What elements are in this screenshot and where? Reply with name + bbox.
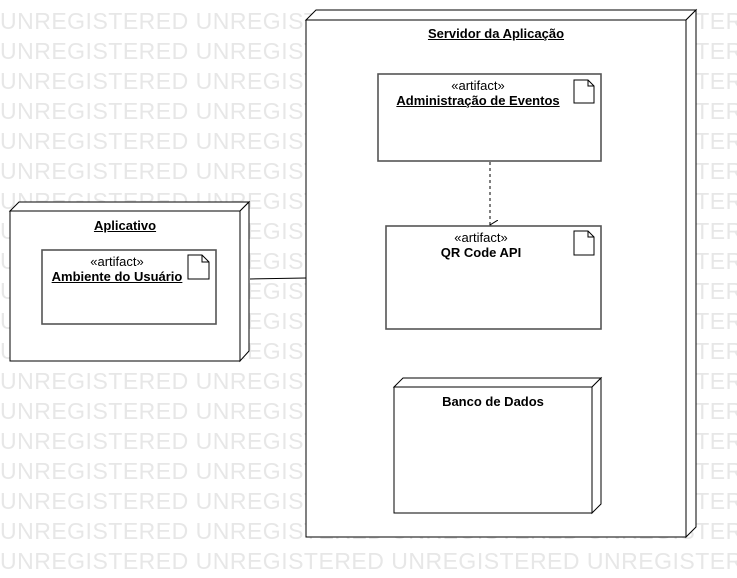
artifact-stereotype: «artifact»: [454, 230, 508, 245]
artifact-stereotype: «artifact»: [451, 78, 505, 93]
artifact-name: QR Code API: [440, 245, 522, 260]
server-node-title: Servidor da Aplicação: [427, 26, 565, 41]
artifact-name: Ambiente do Usuário: [51, 269, 183, 284]
app-node-title: Aplicativo: [93, 218, 157, 233]
database-node-title: Banco de Dados: [442, 394, 544, 409]
artifact-name: Administração de Eventos: [396, 93, 560, 108]
artifact-qr-api[interactable]: [385, 225, 602, 330]
artifact-user-env[interactable]: [41, 249, 217, 325]
document-icon: [573, 230, 595, 256]
artifact-stereotype: «artifact»: [90, 254, 144, 269]
association-line: [249, 277, 307, 280]
database-node[interactable]: [392, 376, 603, 515]
artifact-events-admin[interactable]: [377, 73, 602, 162]
document-icon: [573, 79, 595, 104]
document-icon: [187, 254, 210, 280]
